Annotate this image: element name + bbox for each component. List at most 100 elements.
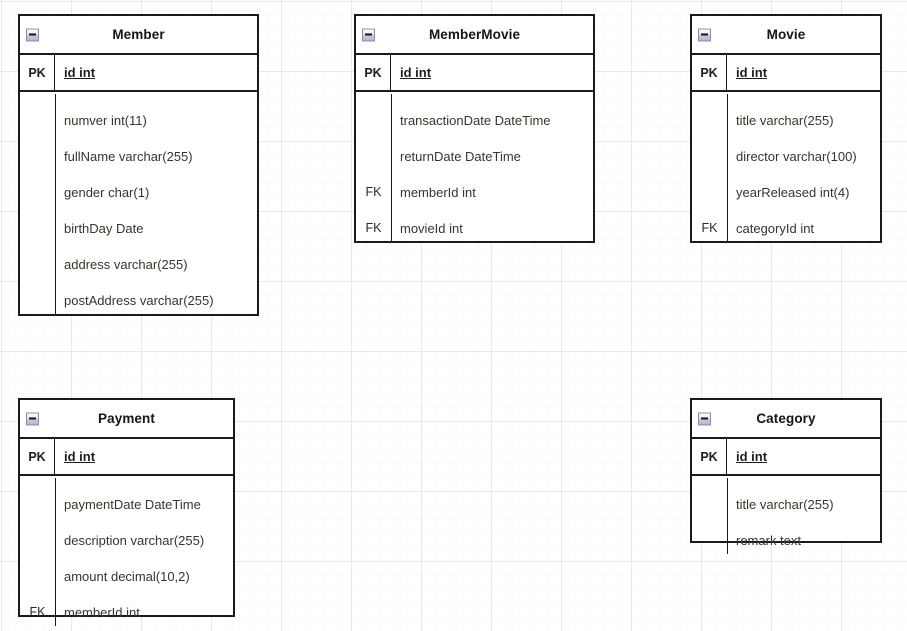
attribute-row[interactable]: address varchar(255) xyxy=(20,246,257,282)
minus-glyph xyxy=(29,33,36,36)
entity-title: MemberMovie xyxy=(428,26,521,42)
attribute-row[interactable]: birthDay Date xyxy=(20,210,257,246)
attribute-name: birthDay Date xyxy=(64,220,144,236)
attribute-row[interactable]: director varchar(100) xyxy=(692,138,880,174)
entity-attributes: paymentDate DateTime description varchar(… xyxy=(20,476,233,630)
pk-marker: PK xyxy=(20,55,55,90)
pk-field-name: id int xyxy=(736,449,768,464)
entity-attributes: title varchar(255) director varchar(100) y… xyxy=(692,92,880,246)
pk-field-name: id int xyxy=(400,65,432,80)
entity-title: Member xyxy=(112,26,165,42)
body-spacer xyxy=(20,476,233,486)
attribute-row[interactable]: numver int(11) xyxy=(20,102,257,138)
minus-square-icon[interactable] xyxy=(26,412,39,425)
primary-key-row[interactable]: PK id int xyxy=(20,439,233,476)
entity-attributes: transactionDate DateTime returnDate DateT… xyxy=(356,92,593,246)
pk-field-name: id int xyxy=(64,449,96,464)
attribute-row[interactable]: returnDate DateTime xyxy=(356,138,593,174)
pk-field-cell: id int xyxy=(727,55,880,90)
entity-header: Payment xyxy=(20,400,233,439)
pk-field-cell: id int xyxy=(391,55,593,90)
fk-marker: FK xyxy=(365,185,382,199)
attribute-name: title varchar(255) xyxy=(736,496,834,512)
pk-field-cell: id int xyxy=(727,439,880,474)
attribute-name: yearReleased int(4) xyxy=(736,184,850,200)
attribute-row[interactable]: FK movieId int xyxy=(356,210,593,246)
key-column-divider xyxy=(727,94,728,242)
entity-header: Member xyxy=(20,16,257,55)
key-column-divider xyxy=(391,94,392,242)
pk-marker: PK xyxy=(692,439,727,474)
key-column-divider xyxy=(727,478,728,554)
pk-marker: PK xyxy=(692,55,727,90)
attribute-name: remark text xyxy=(736,532,802,548)
primary-key-row[interactable]: PK id int xyxy=(20,55,257,92)
key-column-divider xyxy=(55,478,56,626)
attribute-name: returnDate DateTime xyxy=(400,148,521,164)
attribute-row[interactable]: paymentDate DateTime xyxy=(20,486,233,522)
attribute-row[interactable]: description varchar(255) xyxy=(20,522,233,558)
attribute-name: address varchar(255) xyxy=(64,256,188,272)
attribute-row[interactable]: remark text xyxy=(692,522,880,558)
attribute-name: transactionDate DateTime xyxy=(400,112,551,128)
entity-header: MemberMovie xyxy=(356,16,593,55)
entity-title: Payment xyxy=(98,410,155,426)
entity-attributes: title varchar(255) remark text xyxy=(692,476,880,558)
pk-field-name: id int xyxy=(64,65,96,80)
fk-marker: FK xyxy=(365,221,382,235)
attribute-name: fullName varchar(255) xyxy=(64,148,193,164)
pk-field-cell: id int xyxy=(55,439,233,474)
minus-square-icon[interactable] xyxy=(698,28,711,41)
minus-glyph xyxy=(701,33,708,36)
minus-square-icon[interactable] xyxy=(26,28,39,41)
attribute-row[interactable]: title varchar(255) xyxy=(692,486,880,522)
body-spacer xyxy=(692,476,880,486)
attribute-row[interactable]: fullName varchar(255) xyxy=(20,138,257,174)
attribute-row[interactable]: postAddress varchar(255) xyxy=(20,282,257,318)
pk-marker: PK xyxy=(20,439,55,474)
primary-key-row[interactable]: PK id int xyxy=(692,439,880,476)
attribute-name: postAddress varchar(255) xyxy=(64,292,214,308)
fk-marker: FK xyxy=(29,605,46,619)
primary-key-row[interactable]: PK id int xyxy=(356,55,593,92)
attribute-row[interactable]: FK memberId int xyxy=(356,174,593,210)
entity-header: Category xyxy=(692,400,880,439)
entity-title: Movie xyxy=(766,26,806,42)
fk-marker: FK xyxy=(701,221,718,235)
body-spacer xyxy=(692,92,880,102)
attribute-row[interactable]: yearReleased int(4) xyxy=(692,174,880,210)
attribute-row[interactable]: title varchar(255) xyxy=(692,102,880,138)
attribute-row[interactable]: transactionDate DateTime xyxy=(356,102,593,138)
primary-key-row[interactable]: PK id int xyxy=(692,55,880,92)
minus-glyph xyxy=(701,417,708,420)
attribute-name: gender char(1) xyxy=(64,184,150,200)
key-column-divider xyxy=(55,94,56,314)
pk-field-cell: id int xyxy=(55,55,257,90)
attribute-name: amount decimal(10,2) xyxy=(64,568,190,584)
attribute-name: director varchar(100) xyxy=(736,148,857,164)
pk-marker: PK xyxy=(356,55,391,90)
minus-square-icon[interactable] xyxy=(698,412,711,425)
attribute-row[interactable]: FK memberId int xyxy=(20,594,233,630)
entity-title: Category xyxy=(756,410,816,426)
attribute-name: memberId int xyxy=(64,604,140,620)
minus-square-icon[interactable] xyxy=(362,28,375,41)
attribute-name: memberId int xyxy=(400,184,476,200)
attribute-row[interactable]: gender char(1) xyxy=(20,174,257,210)
attribute-row[interactable]: amount decimal(10,2) xyxy=(20,558,233,594)
attribute-name: paymentDate DateTime xyxy=(64,496,201,512)
minus-glyph xyxy=(365,33,372,36)
entity-attributes: numver int(11) fullName varchar(255) gende… xyxy=(20,92,257,318)
minus-glyph xyxy=(29,417,36,420)
attribute-name: movieId int xyxy=(400,220,463,236)
pk-field-name: id int xyxy=(736,65,768,80)
attribute-name: numver int(11) xyxy=(64,112,147,128)
attribute-name: description varchar(255) xyxy=(64,532,205,548)
